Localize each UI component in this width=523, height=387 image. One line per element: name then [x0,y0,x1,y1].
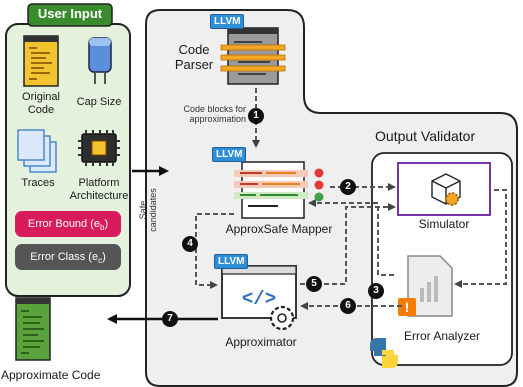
report-icon: ! [398,255,453,317]
cap-size-label: Cap Size [76,96,122,108]
error-analyzer-label: Error Analyzer [403,329,481,343]
error-bound-pill: Error Bound (eb) [15,211,121,237]
step-6-marker: 6 [340,298,356,314]
reject-mark-icon [314,180,324,190]
output-validator-title: Output Validator [375,128,476,144]
code-parser-label: Code Parser [174,42,214,72]
error-class-pill: Error Class (ec) [15,244,121,270]
step-3-marker: 3 [368,283,384,299]
capacitor-icon [88,37,112,84]
code-file-icon [23,35,59,87]
simulator-label: Simulator [418,217,470,231]
reject-mark-icon [314,168,324,178]
code-parser-icon [220,27,286,85]
gear-icon [269,305,295,331]
step-7-marker: 7 [162,311,178,327]
approximate-code-label: Approximate Code [1,368,101,382]
approximate-code-icon [15,297,51,361]
step-4-marker: 4 [182,236,198,252]
error-class-sub: c [98,256,103,266]
step-1-marker: 1 [248,108,264,124]
user-input-title-bg [27,3,113,27]
error-bound-sub: b [100,223,105,233]
python-icon [370,338,398,368]
simulator-to-analyzer-arrow [454,189,507,288]
error-class-label: Error Class (e [30,251,99,263]
svg-text:!: ! [405,299,410,315]
traces-label: Traces [21,177,55,189]
svg-text:</>: </> [242,288,276,310]
traces-icon [17,129,57,173]
approximator-label: Approximator [225,335,297,349]
approximator-to-simulator-arrow [300,203,396,285]
code-blocks-label: Code blocks for approximation [183,104,246,125]
simulator-icon [397,162,491,216]
approxsafe-mapper-icon [234,161,308,219]
step-2-marker: 2 [340,179,356,195]
llvm-badge-mapper: LLVM [212,147,247,162]
safe-candidates-label: Safe candidates [138,188,159,232]
platform-architecture-label: Platform Architecture [69,177,129,202]
original-code-label: Original Code [22,91,60,116]
analyzer-to-mapper-arrow [308,199,394,276]
accept-mark-icon [314,192,324,202]
user-input-title: User Input [37,6,103,21]
approxsafe-mapper-label: ApproxSafe Mapper [225,222,333,236]
llvm-badge-approximator: LLVM [214,254,249,269]
mapper-to-approximator-arrow [195,213,234,289]
error-bound-label: Error Bound (e [27,218,101,230]
chip-icon [78,130,120,166]
llvm-badge-parser: LLVM [210,14,245,29]
step-5-marker: 5 [306,276,322,292]
